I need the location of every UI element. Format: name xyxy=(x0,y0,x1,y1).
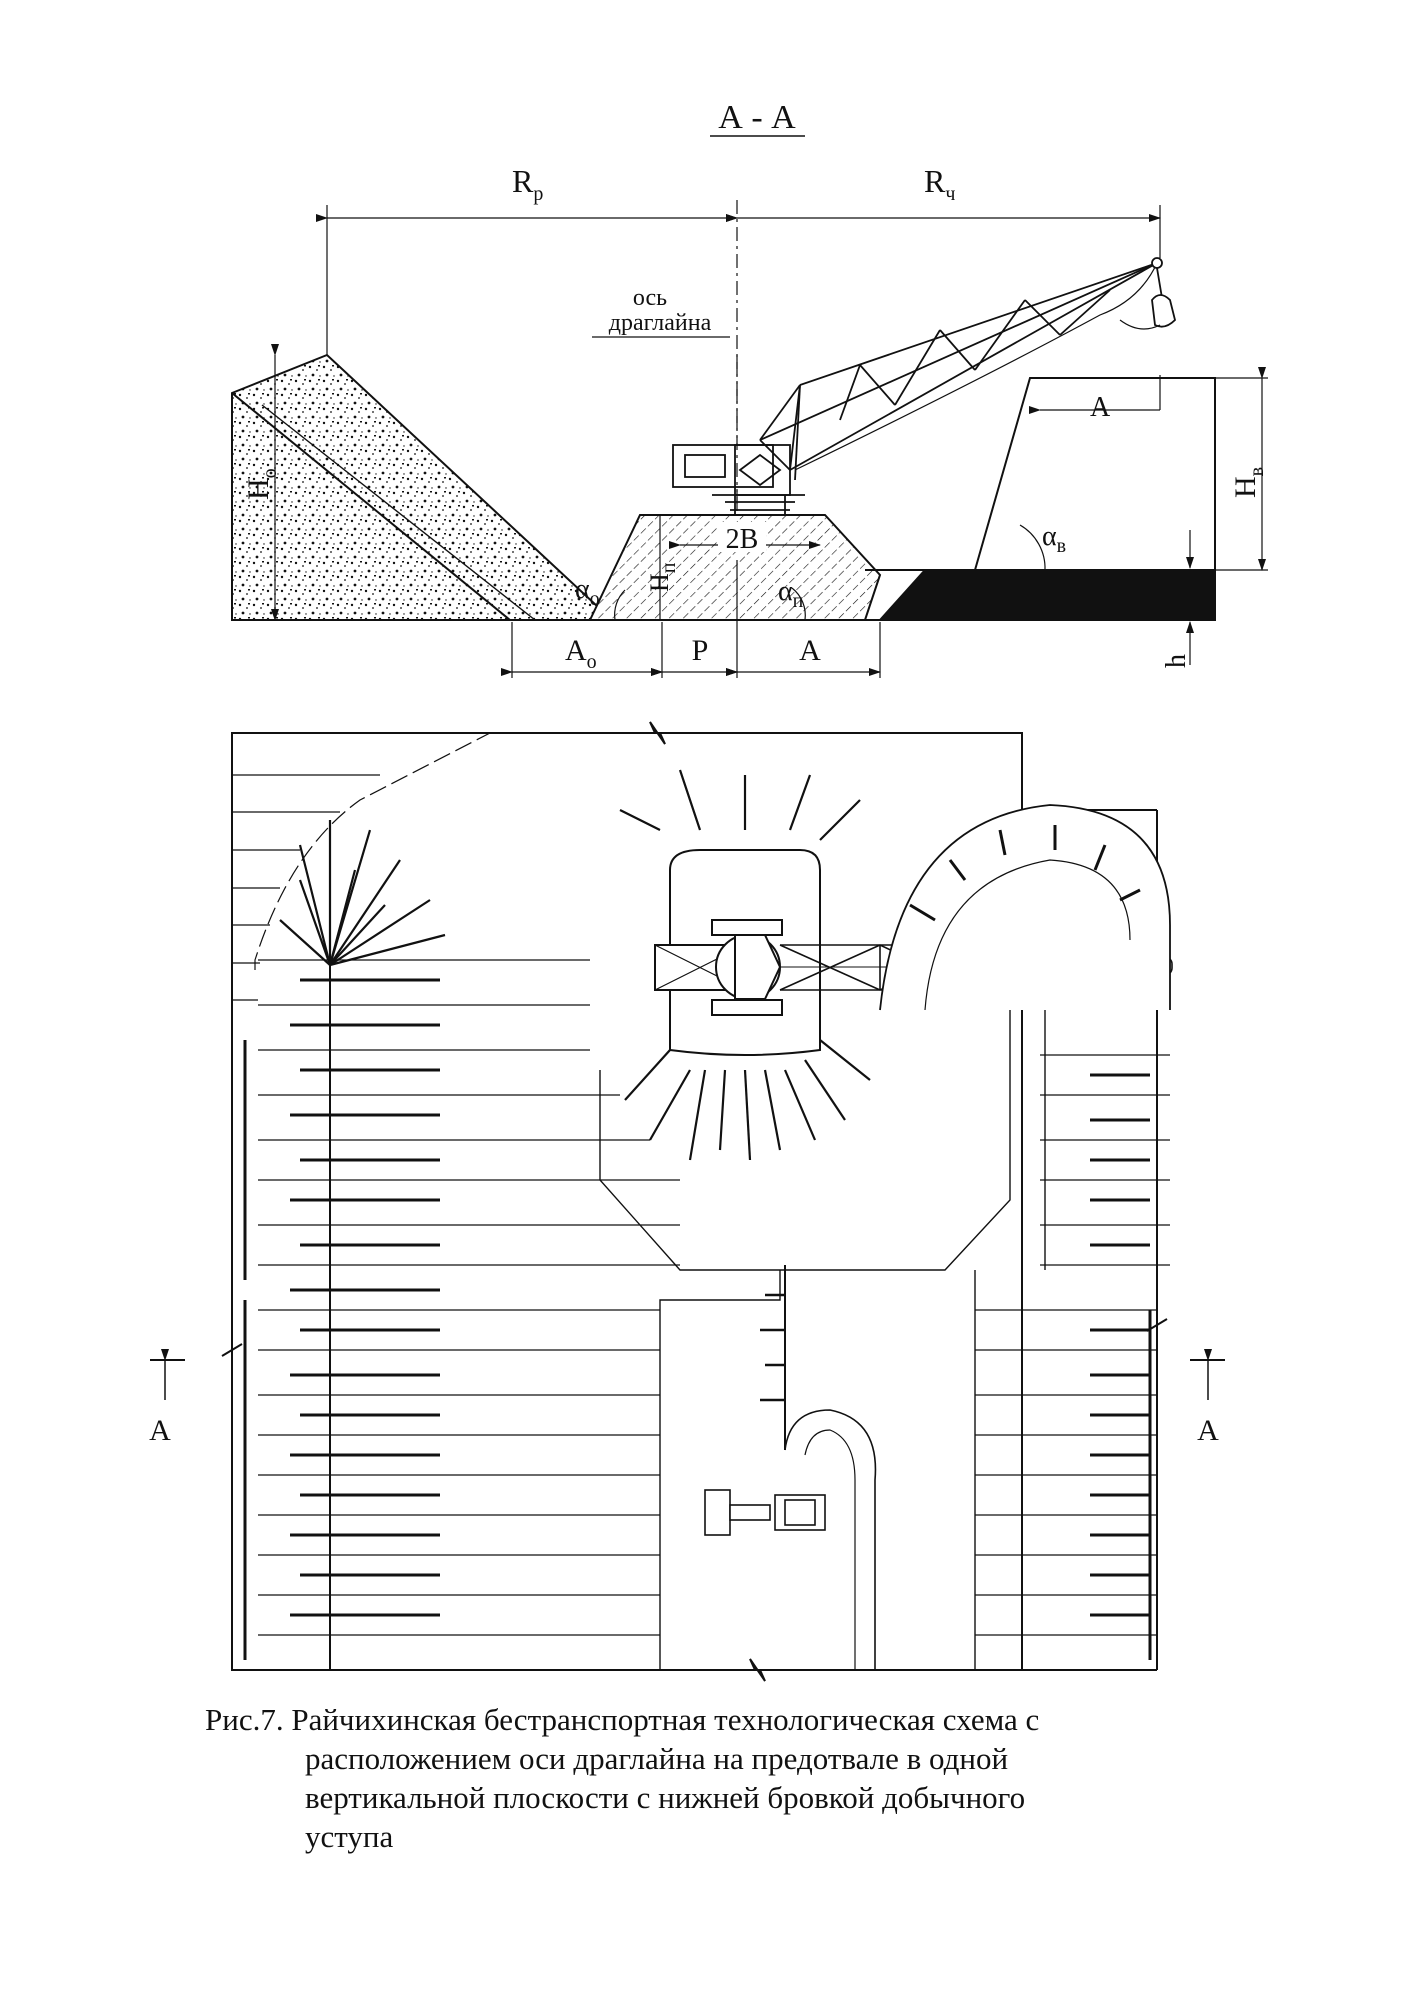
dragline-side-view xyxy=(672,257,1176,515)
r-ch-label: Rч xyxy=(924,163,955,205)
section-title: А - А xyxy=(718,99,796,136)
axis-label-line2: драглайна xyxy=(609,310,712,336)
h-p-label: Hп xyxy=(645,562,680,592)
alpha-v-label: αв xyxy=(1042,521,1066,557)
figure-caption: Рис.7. Райчихинская бестранспортная техн… xyxy=(205,1700,1225,1856)
p-label: Р xyxy=(692,634,709,667)
right-bench-hatching xyxy=(975,1054,1170,1636)
alpha-o-label: αо xyxy=(575,574,600,610)
dump-fan xyxy=(279,820,446,967)
pad-ribs xyxy=(619,769,871,1161)
caption-line-2: расположением оси драглайна на предотвал… xyxy=(305,1741,1009,1776)
right-bench-ticks xyxy=(1090,1073,1152,1660)
a-top-label: А xyxy=(1090,392,1111,423)
caption-line-3: вертикальной плоскости с нижней бровкой … xyxy=(305,1780,1026,1815)
dump-outline xyxy=(254,732,491,970)
r-p-label: Rр xyxy=(512,163,543,205)
h-label: h xyxy=(1161,654,1192,668)
excavator-turn xyxy=(784,1409,877,1670)
section-mark-left: А xyxy=(149,1414,171,1447)
overburden-bench xyxy=(865,377,1216,571)
h-v-label: Hв xyxy=(1229,467,1268,498)
left-dump-ticks xyxy=(243,978,440,1660)
left-dump-hatching xyxy=(232,774,680,1636)
a-o-label: Aо xyxy=(565,634,597,673)
spoil-heap xyxy=(231,353,615,621)
coal-seam xyxy=(877,569,1216,621)
axis-label-line1: ось xyxy=(633,285,667,311)
section-mark-right: А xyxy=(1197,1414,1219,1447)
excavator-plan xyxy=(704,1489,826,1536)
plan-view: А А xyxy=(149,721,1225,1682)
caption-line-1: Рис.7. Райчихинская бестранспортная техн… xyxy=(205,1702,1040,1737)
alpha-p-label: αп xyxy=(778,576,804,612)
a-bottom-label: А xyxy=(799,634,821,667)
technical-drawing: А - А Rр Rч ось драглайна Hо Hп 2В αо αп xyxy=(149,99,1268,1682)
dump-arc xyxy=(879,804,1171,1011)
h-o-label: Hо xyxy=(242,468,281,500)
caption-line-4: уступа xyxy=(305,1819,394,1854)
two-b-label: 2В xyxy=(726,524,759,555)
section-a-a: А - А Rр Rч ось драглайна Hо Hп 2В αо αп xyxy=(231,99,1268,678)
